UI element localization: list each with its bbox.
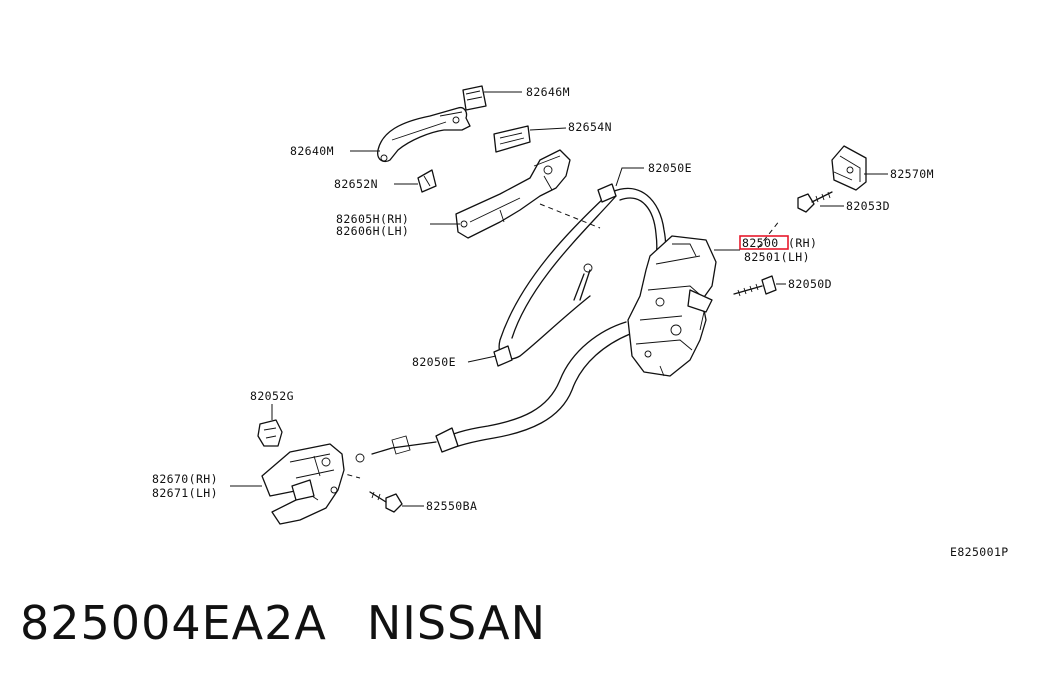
part-number: 825004EA2A [20, 596, 327, 650]
callout-82646M[interactable]: 82646M [526, 85, 570, 99]
callout-82670[interactable]: 82670(RH) [152, 472, 218, 486]
callout-82652N[interactable]: 82652N [334, 177, 378, 191]
leader-line [467, 355, 497, 363]
trim-plate-part[interactable] [493, 125, 531, 153]
callout-82605H[interactable]: 82605H(RH) [336, 212, 409, 226]
striker-bracket-part[interactable] [831, 145, 867, 191]
bolt-82053D-part[interactable] [797, 191, 833, 213]
outside-handle-part[interactable] [377, 106, 471, 163]
highlight-box [739, 235, 789, 250]
alignment-line [539, 203, 601, 229]
bolt-82550BA-part[interactable] [369, 491, 403, 513]
clip-82052G-part[interactable] [257, 419, 283, 447]
callout-82640M[interactable]: 82640M [290, 144, 334, 158]
leader-line [529, 127, 567, 131]
callout-82501[interactable]: 82501(LH) [744, 250, 810, 264]
callout-82606H[interactable]: 82606H(LH) [336, 224, 409, 238]
leader-line [615, 167, 644, 187]
alignment-line [757, 219, 781, 249]
part-caption: 825004EA2A NISSAN [20, 596, 586, 650]
callout-82671[interactable]: 82671(LH) [152, 486, 218, 500]
callout-82052G[interactable]: 82052G [250, 389, 294, 403]
callout-82500-side: (RH) [788, 236, 817, 250]
inside-handle-part[interactable] [261, 443, 345, 525]
callout-82500[interactable]: 82500 [742, 236, 779, 250]
callout-82570M[interactable]: 82570M [890, 167, 934, 181]
brand-name: NISSAN [366, 596, 546, 650]
handle-cap-part[interactable] [462, 85, 487, 111]
door-lock-actuator-part[interactable] [627, 235, 717, 377]
small-cover-part[interactable] [417, 169, 437, 193]
callout-82053D[interactable]: 82053D [846, 199, 890, 213]
lower-cable-part[interactable] [355, 321, 631, 463]
screw-82050D-part[interactable] [733, 275, 777, 297]
callout-82050E-top[interactable]: 82050E [648, 161, 692, 175]
upper-cable-part[interactable] [493, 183, 667, 367]
callout-82550BA[interactable]: 82550BA [426, 499, 477, 513]
diagram-id: E825001P [950, 545, 1009, 559]
callout-82050D[interactable]: 82050D [788, 277, 832, 291]
handle-bracket-part[interactable] [455, 149, 571, 239]
callout-82050E-mid[interactable]: 82050E [412, 355, 456, 369]
callout-82654N[interactable]: 82654N [568, 120, 612, 134]
